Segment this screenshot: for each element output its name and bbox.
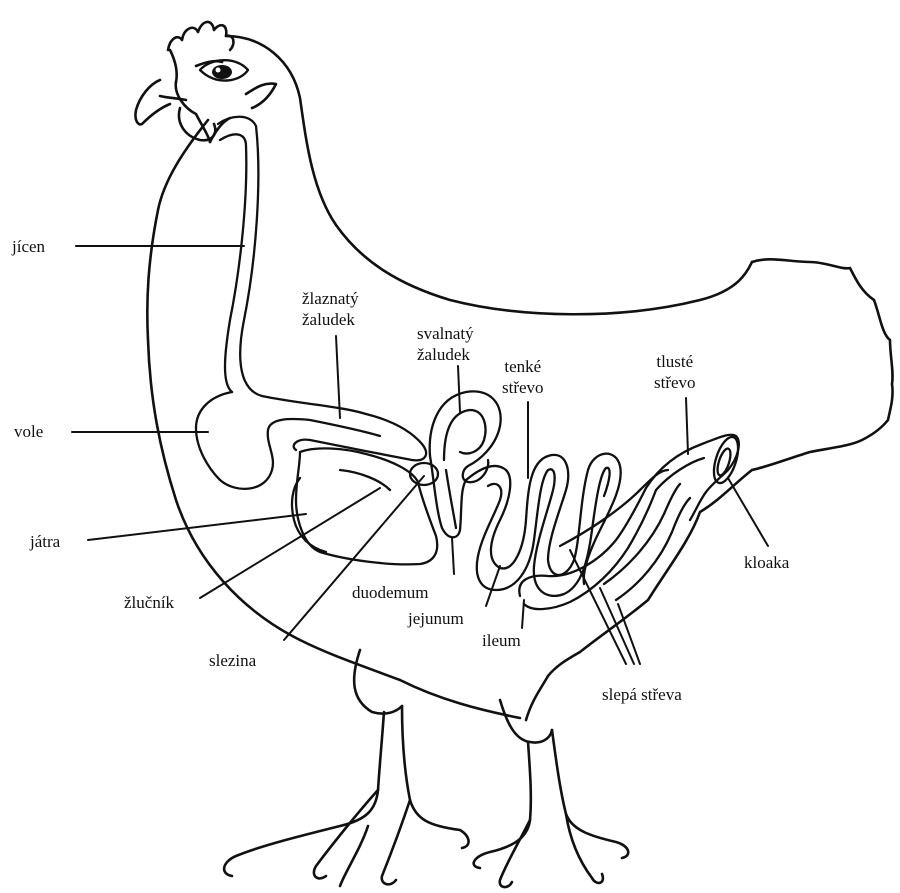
- leader-svalnaty: [458, 366, 460, 412]
- label-tenke-strevo: tenké střevo: [502, 356, 544, 398]
- label-slezina: slezina: [209, 650, 256, 671]
- label-zlaznaty-line1: žlaznatý: [302, 288, 359, 309]
- label-tluste-strevo: tlusté střevo: [654, 351, 696, 393]
- leader-kloaka: [728, 478, 768, 546]
- label-jejunum: jejunum: [408, 608, 464, 629]
- label-jicen: jícen: [12, 236, 45, 257]
- label-zlaznaty-zaludek: žlaznatý žaludek: [302, 288, 359, 330]
- label-jatra: játra: [30, 531, 60, 552]
- label-tenke-line1: tenké: [502, 356, 544, 377]
- label-ileum: ileum: [482, 630, 521, 651]
- label-svalnaty-line1: svalnatý: [417, 323, 474, 344]
- leader-ileum: [522, 600, 524, 628]
- label-svalnaty-zaludek: svalnatý žaludek: [417, 323, 474, 365]
- leader-tluste: [686, 398, 688, 454]
- label-kloaka: kloaka: [744, 552, 789, 573]
- label-tenke-line2: střevo: [502, 377, 544, 398]
- label-vole: vole: [14, 421, 43, 442]
- legs: [224, 650, 628, 887]
- eye-icon: [200, 60, 248, 80]
- label-zlaznaty-line2: žaludek: [302, 309, 359, 330]
- label-tluste-line1: tlusté: [654, 351, 696, 372]
- leader-jejunum: [486, 566, 500, 606]
- label-svalnaty-line2: žaludek: [417, 344, 474, 365]
- leader-slepa-1: [570, 550, 626, 664]
- label-tluste-line2: střevo: [654, 372, 696, 393]
- label-duodemum: duodemum: [352, 582, 429, 603]
- leader-jatra: [88, 514, 306, 540]
- leader-zlaznaty: [336, 336, 340, 418]
- leader-slezina: [284, 476, 424, 640]
- label-zlucnik: žlučník: [124, 592, 174, 613]
- leader-duodemum: [452, 538, 454, 574]
- label-slepa-streva: slepá střeva: [602, 684, 682, 705]
